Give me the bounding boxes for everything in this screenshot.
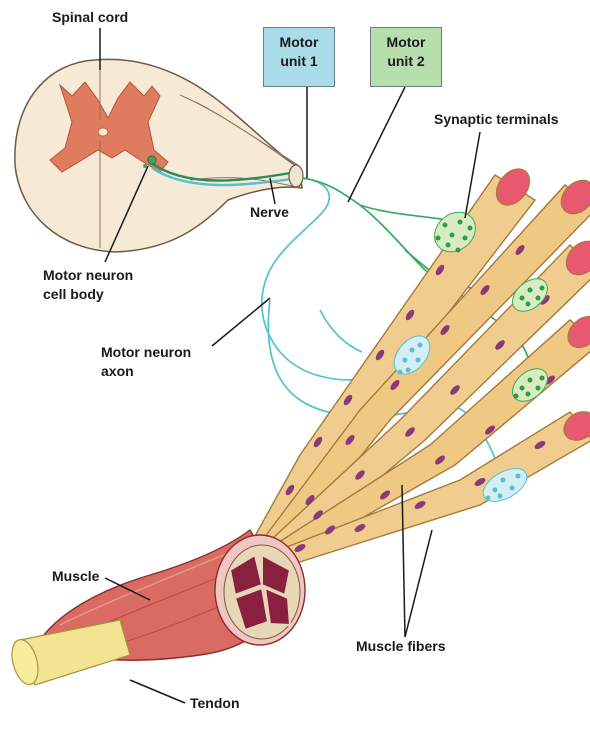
muscle-illustration: [7, 530, 305, 687]
spinal-cord-illustration: [15, 59, 303, 252]
synaptic-terminals-label: Synaptic terminals: [434, 110, 559, 128]
spinal-cord-label: Spinal cord: [52, 8, 128, 26]
muscle-label: Muscle: [52, 567, 99, 585]
motor-unit-1-box: Motor unit 1: [263, 27, 335, 87]
motor-neuron-cell-body-label-line1: Motor neuron: [43, 266, 133, 284]
motor-unit-2-line2: unit 2: [371, 52, 441, 71]
motor-unit-1-line1: Motor: [264, 33, 334, 52]
nerve-label: Nerve: [250, 203, 289, 221]
motor-unit-2-box: Motor unit 2: [370, 27, 442, 87]
tendon-label: Tendon: [190, 694, 240, 712]
motor-unit-1-line2: unit 1: [264, 52, 334, 71]
motor-neuron-axon-label-line2: axon: [101, 362, 134, 380]
tendon-illustration: [7, 620, 130, 687]
motor-neuron-cell-body-label-line2: cell body: [43, 285, 104, 303]
muscle-fibers-label: Muscle fibers: [356, 637, 445, 655]
motor-neuron-axon-label-line1: Motor neuron: [101, 343, 191, 361]
motor-unit-2-line1: Motor: [371, 33, 441, 52]
